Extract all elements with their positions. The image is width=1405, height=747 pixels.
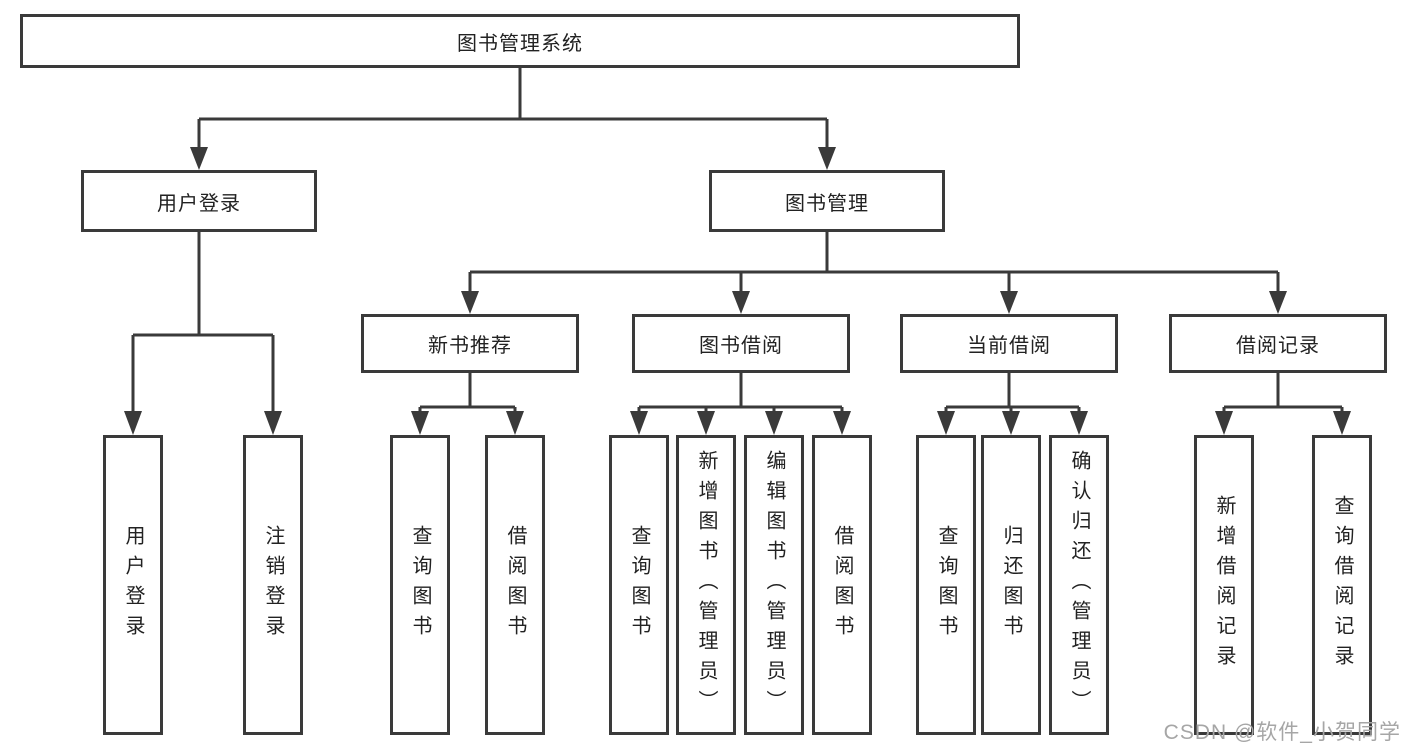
csdn-watermark: CSDN @软件_小贺同学 bbox=[1163, 721, 1401, 744]
node-label: 新增图书（管理员） bbox=[695, 450, 717, 720]
leaf-return-books: 归还图书 bbox=[981, 435, 1041, 735]
node-label: 查询借阅记录 bbox=[1331, 495, 1353, 675]
node-label: 查询图书 bbox=[935, 525, 957, 645]
node-label: 借阅图书 bbox=[504, 525, 526, 645]
leaf-logout: 注销登录 bbox=[243, 435, 303, 735]
node-root-system: 图书管理系统 bbox=[20, 14, 1020, 68]
node-book-borrowing: 图书借阅 bbox=[632, 314, 850, 373]
node-label: 图书借阅 bbox=[699, 335, 783, 357]
node-label: 图书管理系统 bbox=[457, 32, 583, 55]
node-label: 新增借阅记录 bbox=[1213, 495, 1235, 675]
leaf-user-login: 用户登录 bbox=[103, 435, 163, 735]
leaf-query-books-recommend: 查询图书 bbox=[390, 435, 450, 735]
leaf-query-borrow-record: 查询借阅记录 bbox=[1312, 435, 1372, 735]
node-label: 用户登录 bbox=[157, 192, 241, 215]
node-label: 编辑图书（管理员） bbox=[763, 450, 785, 720]
node-label: 确认归还（管理员） bbox=[1068, 450, 1090, 720]
node-label: 归还图书 bbox=[1000, 525, 1022, 645]
leaf-query-books-current: 查询图书 bbox=[916, 435, 976, 735]
connector-edges bbox=[131, 68, 1344, 414]
node-label: 用户登录 bbox=[122, 525, 144, 645]
node-label: 新书推荐 bbox=[428, 335, 512, 357]
node-book-management: 图书管理 bbox=[709, 170, 945, 232]
leaf-query-books-borrow: 查询图书 bbox=[609, 435, 669, 735]
node-label: 借阅记录 bbox=[1236, 335, 1320, 357]
leaf-confirm-return-admin: 确认归还（管理员） bbox=[1049, 435, 1109, 735]
node-label: 借阅图书 bbox=[831, 525, 853, 645]
node-current-borrowing: 当前借阅 bbox=[900, 314, 1118, 373]
node-label: 查询图书 bbox=[628, 525, 650, 645]
leaf-borrow-books-recommend: 借阅图书 bbox=[485, 435, 545, 735]
node-borrowing-records: 借阅记录 bbox=[1169, 314, 1387, 373]
node-new-book-recommendation: 新书推荐 bbox=[361, 314, 579, 373]
leaf-add-book-admin: 新增图书（管理员） bbox=[676, 435, 736, 735]
arrowhead-icons bbox=[124, 147, 1351, 435]
leaf-add-borrow-record: 新增借阅记录 bbox=[1194, 435, 1254, 735]
node-label: 图书管理 bbox=[785, 192, 869, 215]
leaf-edit-book-admin: 编辑图书（管理员） bbox=[744, 435, 804, 735]
node-label: 注销登录 bbox=[262, 525, 284, 645]
leaf-borrow-books-borrow: 借阅图书 bbox=[812, 435, 872, 735]
node-label: 当前借阅 bbox=[967, 335, 1051, 357]
node-label: 查询图书 bbox=[409, 525, 431, 645]
node-user-login-group: 用户登录 bbox=[81, 170, 317, 232]
